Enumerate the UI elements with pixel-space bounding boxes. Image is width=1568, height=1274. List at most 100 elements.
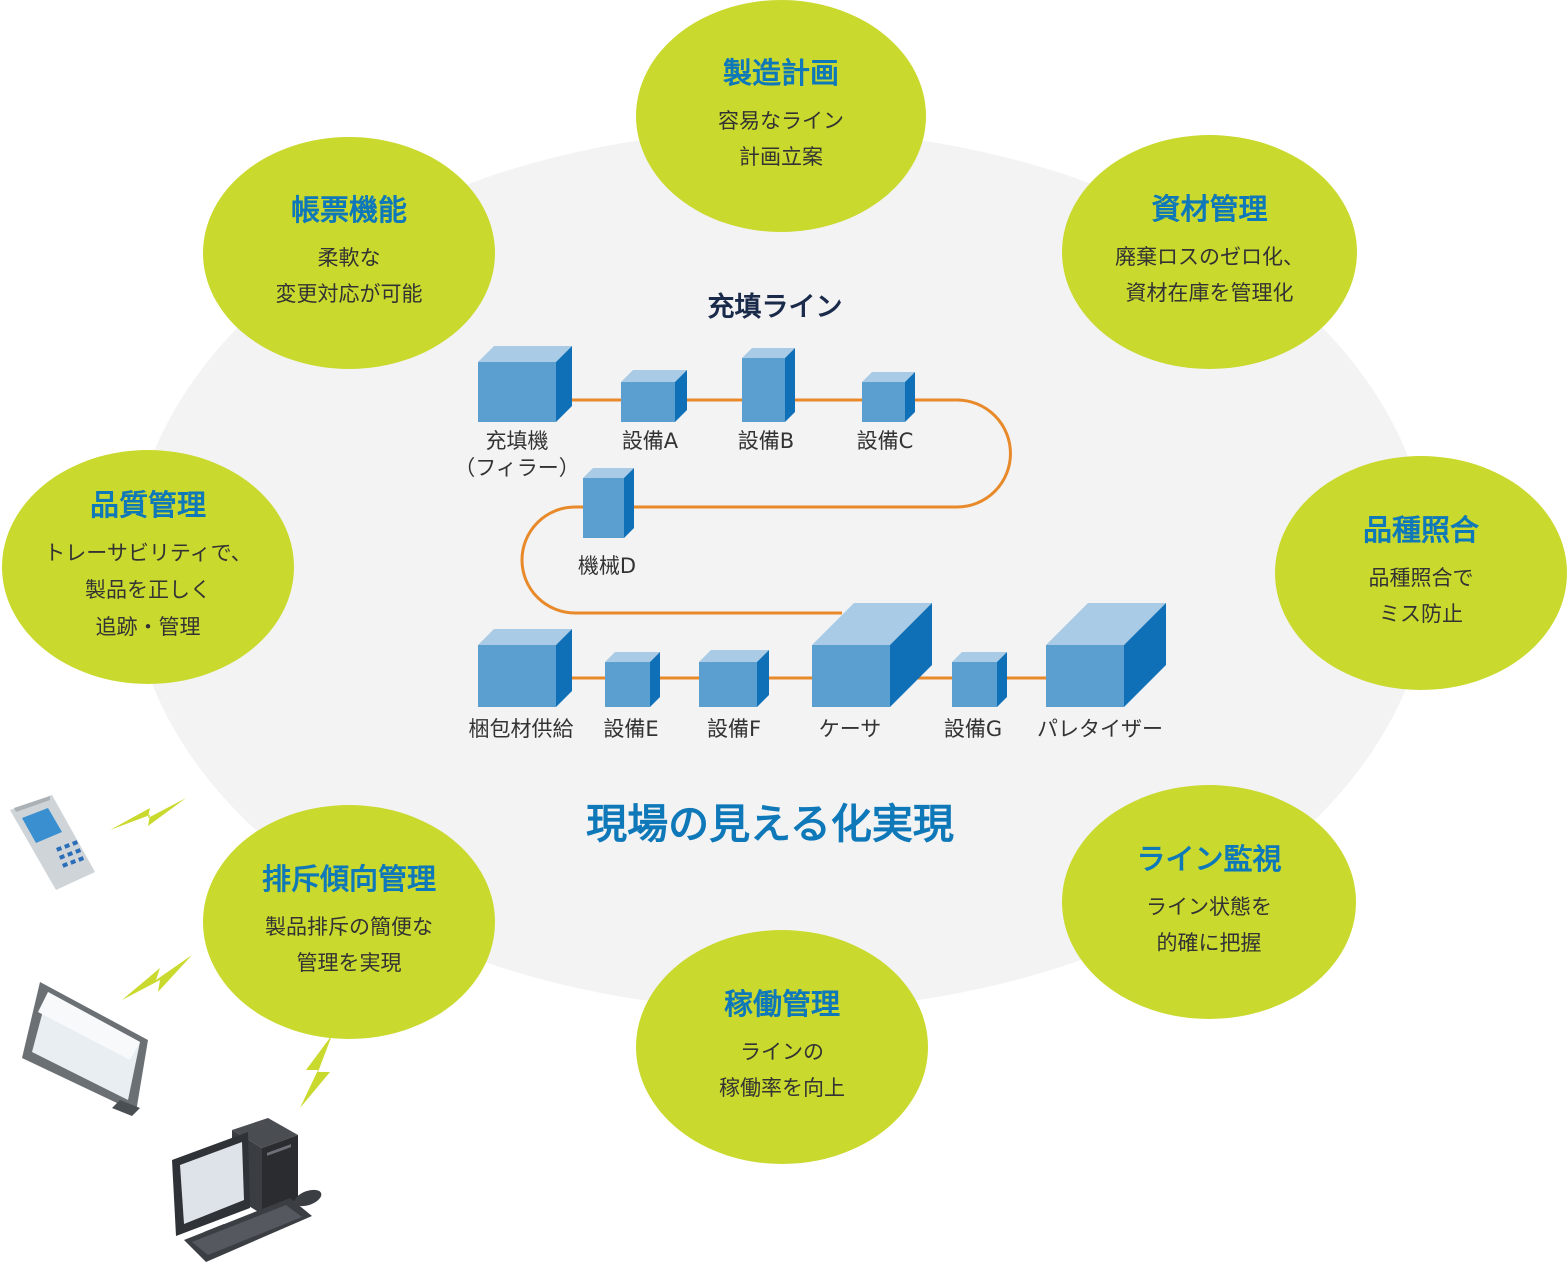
- box-side-face: [624, 468, 634, 538]
- line-title: 充填ライン: [707, 292, 843, 323]
- bubble-title: 排斥傾向管理: [261, 861, 436, 896]
- equipment-g-box: [952, 652, 1007, 707]
- handheld-terminal-icon: [10, 795, 95, 890]
- bubble-rejection-trend: 排斥傾向管理 製品排斥の簡便な 管理を実現: [203, 805, 495, 1039]
- machine-label-caser: ケーサ: [818, 717, 882, 741]
- box-side-face: [556, 629, 572, 707]
- bubble-operation-management: 稼働管理 ラインの 稼働率を向上: [636, 930, 928, 1164]
- box-top-face: [952, 652, 1007, 662]
- machine-label-b: 設備B: [737, 429, 795, 453]
- packing-supply-box: [478, 629, 572, 707]
- box-top-face: [605, 652, 660, 662]
- machine-label-d: 機械D: [577, 554, 637, 578]
- machine-label-filler-line2: （フィラー）: [454, 456, 580, 481]
- palletizer-box: [1046, 603, 1166, 707]
- bubble-desc-line: 製品排斥の簡便な: [265, 914, 433, 939]
- machine-d-box: [583, 468, 634, 538]
- box-front-face: [605, 662, 650, 707]
- box-front-face: [862, 382, 905, 422]
- bubble-desc-line: ミス防止: [1379, 602, 1463, 627]
- equipment-b-box: [742, 348, 795, 422]
- box-side-face: [905, 372, 915, 422]
- box-front-face: [1046, 645, 1124, 707]
- box-front-face: [478, 362, 556, 422]
- bubble-desc-line: トレーサビリティで、: [44, 541, 252, 566]
- bubble-desc-line: 的確に把握: [1156, 931, 1262, 956]
- box-front-face: [699, 662, 757, 707]
- box-front-face: [812, 645, 890, 707]
- bubble-desc-line: 資材在庫を管理化: [1125, 281, 1294, 306]
- box-top-face: [812, 603, 932, 645]
- box-side-face: [890, 603, 932, 707]
- box-side-face: [1124, 603, 1166, 707]
- connector-right-bend: [630, 398, 1012, 509]
- machine-label-filler-line1: 充填機: [485, 429, 549, 453]
- bubble-desc-line: 計画立案: [739, 145, 823, 170]
- machine-label-filler: 充填機 （フィラー）: [437, 428, 597, 483]
- tablet-icon: [22, 982, 148, 1116]
- box-front-face: [952, 662, 997, 707]
- caser-box: [812, 603, 932, 707]
- bubble-desc-line: 変更対応が可能: [275, 282, 423, 307]
- bubble-desc-line: 容易なライン: [718, 108, 844, 133]
- box-front-face: [583, 478, 624, 538]
- box-top-face: [583, 468, 634, 478]
- bubble-title: 帳票機能: [290, 192, 407, 227]
- box-side-face: [650, 652, 660, 707]
- box-side-face: [785, 348, 795, 422]
- box-top-face: [478, 629, 572, 645]
- box-side-face: [556, 346, 572, 422]
- machine-label-e: 設備E: [603, 717, 659, 741]
- box-side-face: [997, 652, 1007, 707]
- equipment-e-box: [605, 652, 660, 707]
- bubble-title: 製造計画: [722, 55, 839, 90]
- box-top-face: [699, 650, 769, 662]
- box-top-face: [621, 370, 687, 382]
- main-caption: 現場の見える化実現: [586, 800, 954, 848]
- lightning-icon: [300, 1035, 332, 1108]
- equipment-a-box: [621, 370, 687, 422]
- bubble-material-management: 資材管理 廃棄ロスのゼロ化、 資材在庫を管理化: [1062, 135, 1357, 369]
- box-front-face: [742, 358, 785, 422]
- bubble-title: ライン監視: [1136, 841, 1282, 876]
- machine-label-pallet: パレタイザー: [1037, 717, 1163, 741]
- machine-label-a: 設備A: [621, 429, 679, 453]
- bubble-report-function: 帳票機能 柔軟な 変更対応が可能: [203, 137, 495, 369]
- bubble-desc-line: ライン状態を: [1146, 894, 1272, 919]
- signal-bolts: [110, 798, 332, 1108]
- bubble-desc-line: 管理を実現: [296, 951, 402, 976]
- box-top-face: [1046, 603, 1166, 645]
- bubble-desc-line: 製品を正しく: [85, 578, 211, 603]
- bubble-title: 稼働管理: [723, 986, 840, 1021]
- box-front-face: [621, 382, 675, 422]
- machine-label-c: 設備C: [856, 429, 914, 453]
- lightning-icon: [110, 798, 186, 830]
- connector-left-bend: [520, 505, 842, 615]
- box-top-face: [742, 348, 795, 358]
- bubble-desc-line: 品種照合で: [1368, 565, 1474, 590]
- lightning-icon: [122, 955, 192, 1000]
- desktop-computer-icon: [172, 1118, 322, 1262]
- filler-machine-box: [478, 346, 572, 422]
- bubble-title: 資材管理: [1151, 191, 1268, 226]
- bubble-desc-line: 追跡・管理: [95, 614, 201, 639]
- bubble-title: 品種照合: [1362, 512, 1479, 547]
- machine-label-pack: 梱包材供給: [468, 717, 574, 741]
- machine-label-g: 設備G: [943, 717, 1003, 741]
- box-side-face: [675, 370, 687, 422]
- bubble-line-monitoring: ライン監視 ライン状態を 的確に把握: [1062, 785, 1356, 1019]
- bubble-desc-line: 稼働率を向上: [719, 1076, 845, 1101]
- bubble-quality-management: 品質管理 トレーサビリティで、 製品を正しく 追跡・管理: [2, 450, 294, 684]
- bubble-desc-line: 柔軟な: [317, 245, 381, 270]
- bubble-desc-line: ラインの: [740, 1039, 824, 1064]
- bubble-product-matching: 品種照合 品種照合で ミス防止: [1275, 456, 1567, 690]
- box-top-face: [478, 346, 572, 362]
- box-top-face: [862, 372, 915, 382]
- bubble-production-planning: 製造計画 容易なライン 計画立案: [636, 0, 926, 232]
- machine-label-f: 設備F: [706, 717, 762, 741]
- box-front-face: [478, 645, 556, 707]
- box-side-face: [757, 650, 769, 707]
- equipment-f-box: [699, 650, 769, 707]
